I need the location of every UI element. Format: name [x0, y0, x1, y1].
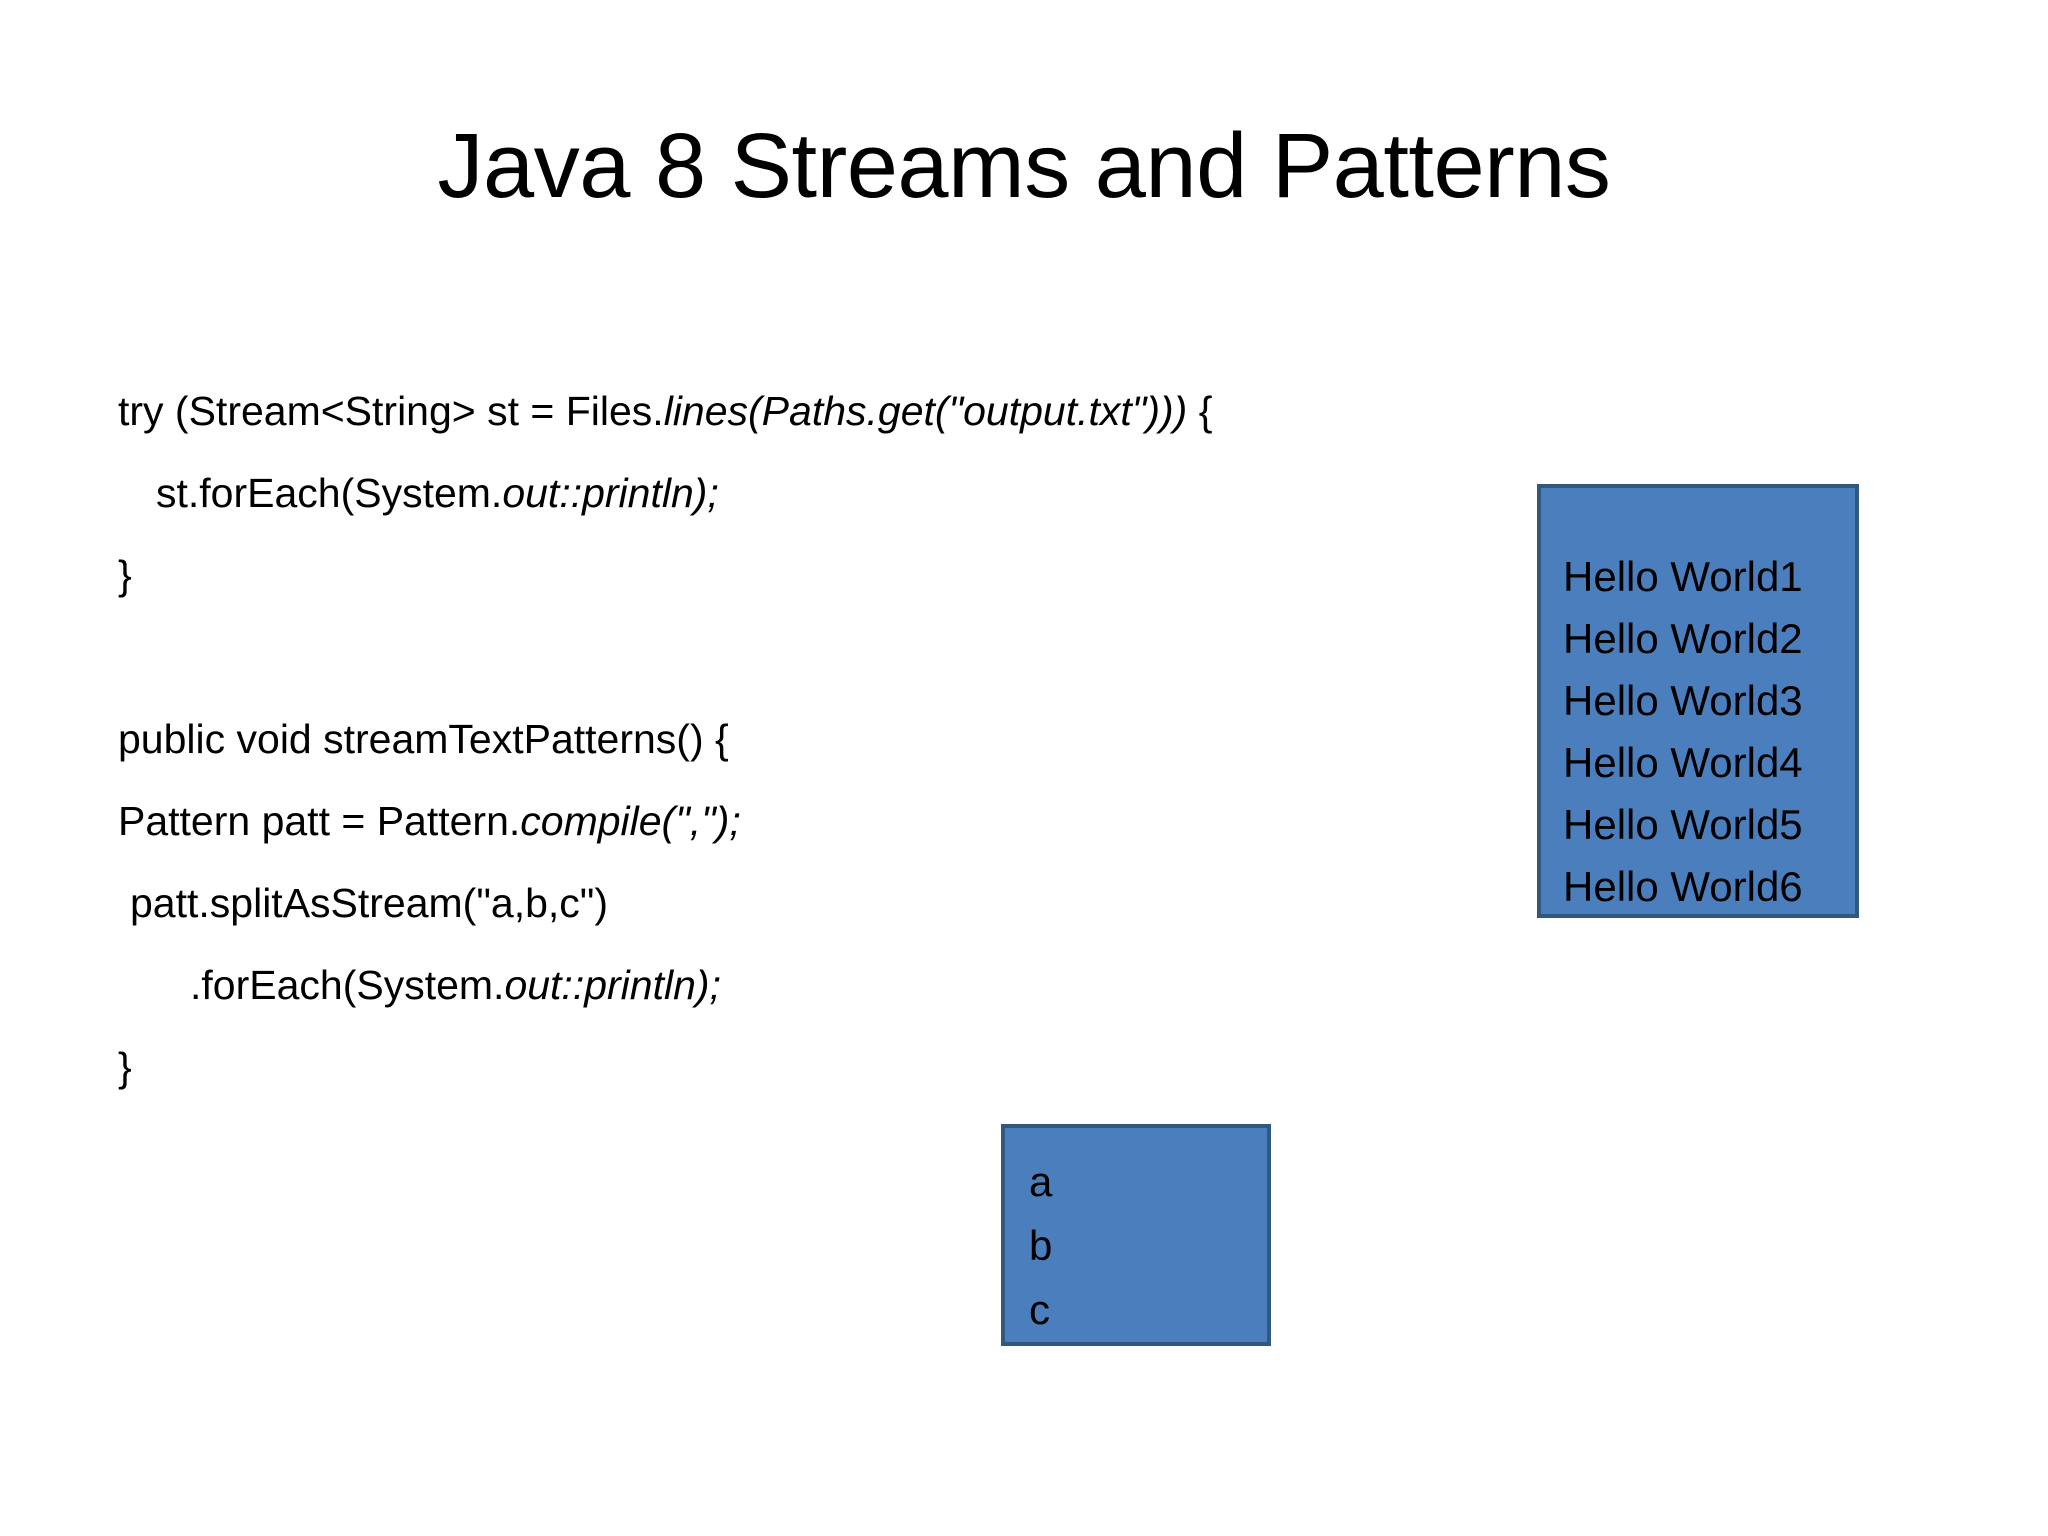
code-line: Pattern patt = Pattern.compile(","); — [118, 780, 1498, 862]
code-block: try (Stream<String> st = Files.lines(Pat… — [118, 370, 1498, 1108]
code-text-italic: lines(Paths.get("output.txt"))) — [663, 388, 1188, 434]
output-line: c — [1029, 1286, 1050, 1333]
code-line: public void streamTextPatterns() { — [118, 698, 1498, 780]
page-title: Java 8 Streams and Patterns — [437, 115, 1611, 217]
output-line: a — [1029, 1158, 1053, 1205]
code-text-plain: patt.splitAsStream("a,b,c") — [130, 880, 608, 926]
code-line: } — [118, 534, 1498, 616]
code-line: .forEach(System.out::println); — [118, 944, 1498, 1026]
code-line: patt.splitAsStream("a,b,c") — [118, 862, 1498, 944]
code-line: } — [118, 1026, 1498, 1108]
output-line: b — [1029, 1222, 1053, 1269]
output-callout-abc: a b c — [1001, 1124, 1271, 1346]
output-lines: a b c — [1005, 1128, 1267, 1356]
code-text-plain: st.forEach(System. — [156, 470, 503, 516]
output-line: Hello World5 — [1563, 801, 1803, 848]
code-line: st.forEach(System.out::println); — [118, 452, 1498, 534]
output-callout-hello-world: Hello World1 Hello World2 Hello World3 H… — [1537, 484, 1859, 918]
code-text-plain: Pattern patt = Pattern. — [118, 798, 521, 844]
output-line: Hello World2 — [1563, 615, 1803, 662]
output-line: Hello World4 — [1563, 739, 1803, 786]
code-text-tail: { — [1187, 388, 1213, 434]
code-line: try (Stream<String> st = Files.lines(Pat… — [118, 370, 1498, 452]
code-text-italic: out::println); — [502, 470, 719, 516]
code-text-plain: .forEach(System. — [190, 962, 505, 1008]
code-text-italic: compile(","); — [520, 798, 741, 844]
output-line: Hello World6 — [1563, 863, 1803, 910]
code-line-blank — [118, 616, 1498, 698]
output-line: Hello World1 — [1563, 553, 1803, 600]
code-text-plain: public void streamTextPatterns() { — [118, 716, 729, 762]
code-text-plain: } — [118, 552, 132, 598]
output-line: Hello World3 — [1563, 677, 1803, 724]
code-text-plain: } — [118, 1044, 132, 1090]
output-lines: Hello World1 Hello World2 Hello World3 H… — [1541, 488, 1855, 932]
code-text-plain: try (Stream<String> st = Files. — [118, 388, 664, 434]
code-text-italic: out::println); — [504, 962, 721, 1008]
